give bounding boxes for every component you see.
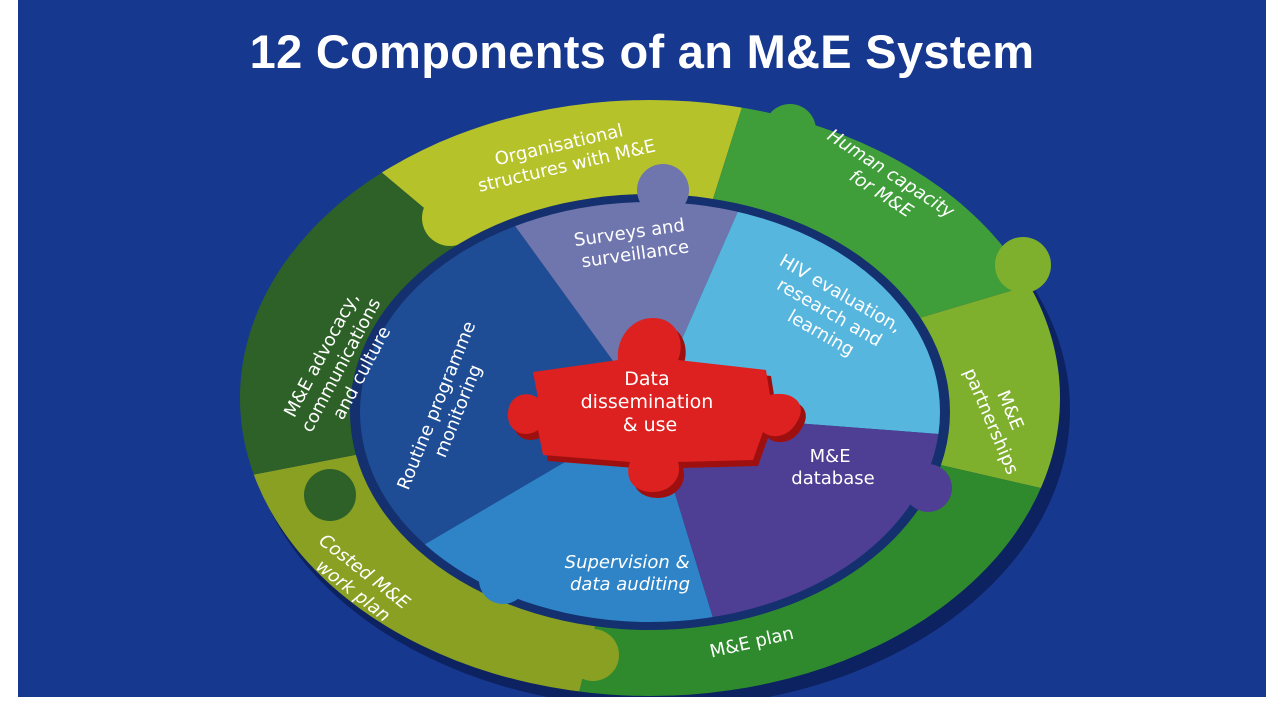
components-puzzle-diagram: Organisational structures with M&E Human… — [240, 100, 1070, 697]
tab-surveys — [637, 164, 689, 216]
piece-partnerships — [650, 215, 1060, 540]
label-supervision: Supervision & data auditing — [565, 552, 696, 595]
tab-me-plan — [922, 534, 974, 586]
tab-human-capacity — [764, 104, 816, 156]
slide-title: 12 Components of an M&E System — [249, 25, 1035, 78]
tab-costed — [567, 629, 619, 681]
piece-surveys — [438, 202, 778, 412]
center-piece — [507, 318, 801, 492]
label-data-dissemination: Data dissemination & use — [581, 368, 720, 436]
slide-background: 12 Components of an M&E System — [18, 0, 1266, 697]
piece-hiv-evaluation — [650, 202, 940, 440]
tab-partnerships — [995, 237, 1051, 293]
label-me-database: M&E database — [791, 446, 874, 489]
piece-data-dissemination — [507, 318, 806, 498]
tab-hiv — [754, 238, 802, 286]
tab-organisational — [422, 190, 478, 246]
tab-advocacy — [304, 469, 356, 521]
tab-database — [904, 464, 952, 512]
tab-supervision — [479, 556, 527, 604]
